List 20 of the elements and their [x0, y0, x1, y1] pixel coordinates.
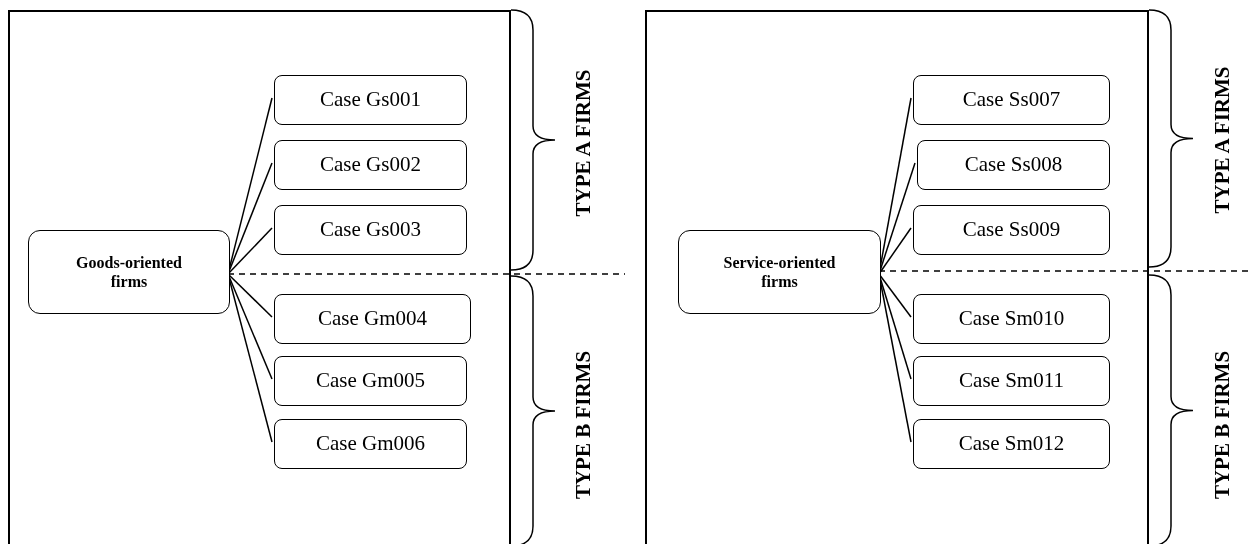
case-box: Case Gm004 [274, 294, 471, 344]
case-box: Case Gs003 [274, 205, 467, 255]
category-box: Goods-oriented firms [28, 230, 230, 314]
case-box: Case Sm012 [913, 419, 1110, 469]
case-box: Case Ss009 [913, 205, 1110, 255]
group-label: TYPE A FIRMS [1209, 65, 1235, 216]
group-frame [645, 10, 1149, 544]
group-label: TYPE B FIRMS [570, 349, 596, 502]
case-box: Case Gs002 [274, 140, 467, 190]
category-box: Service-oriented firms [678, 230, 881, 314]
group-label: TYPE B FIRMS [1209, 349, 1235, 502]
group-label: TYPE A FIRMS [570, 68, 596, 219]
case-box: Case Gs001 [274, 75, 467, 125]
case-box: Case Gm005 [274, 356, 467, 406]
case-box: Case Sm011 [913, 356, 1110, 406]
case-box: Case Gm006 [274, 419, 467, 469]
case-box: Case Ss008 [917, 140, 1110, 190]
case-box: Case Sm010 [913, 294, 1110, 344]
group-frame [8, 10, 511, 544]
case-box: Case Ss007 [913, 75, 1110, 125]
